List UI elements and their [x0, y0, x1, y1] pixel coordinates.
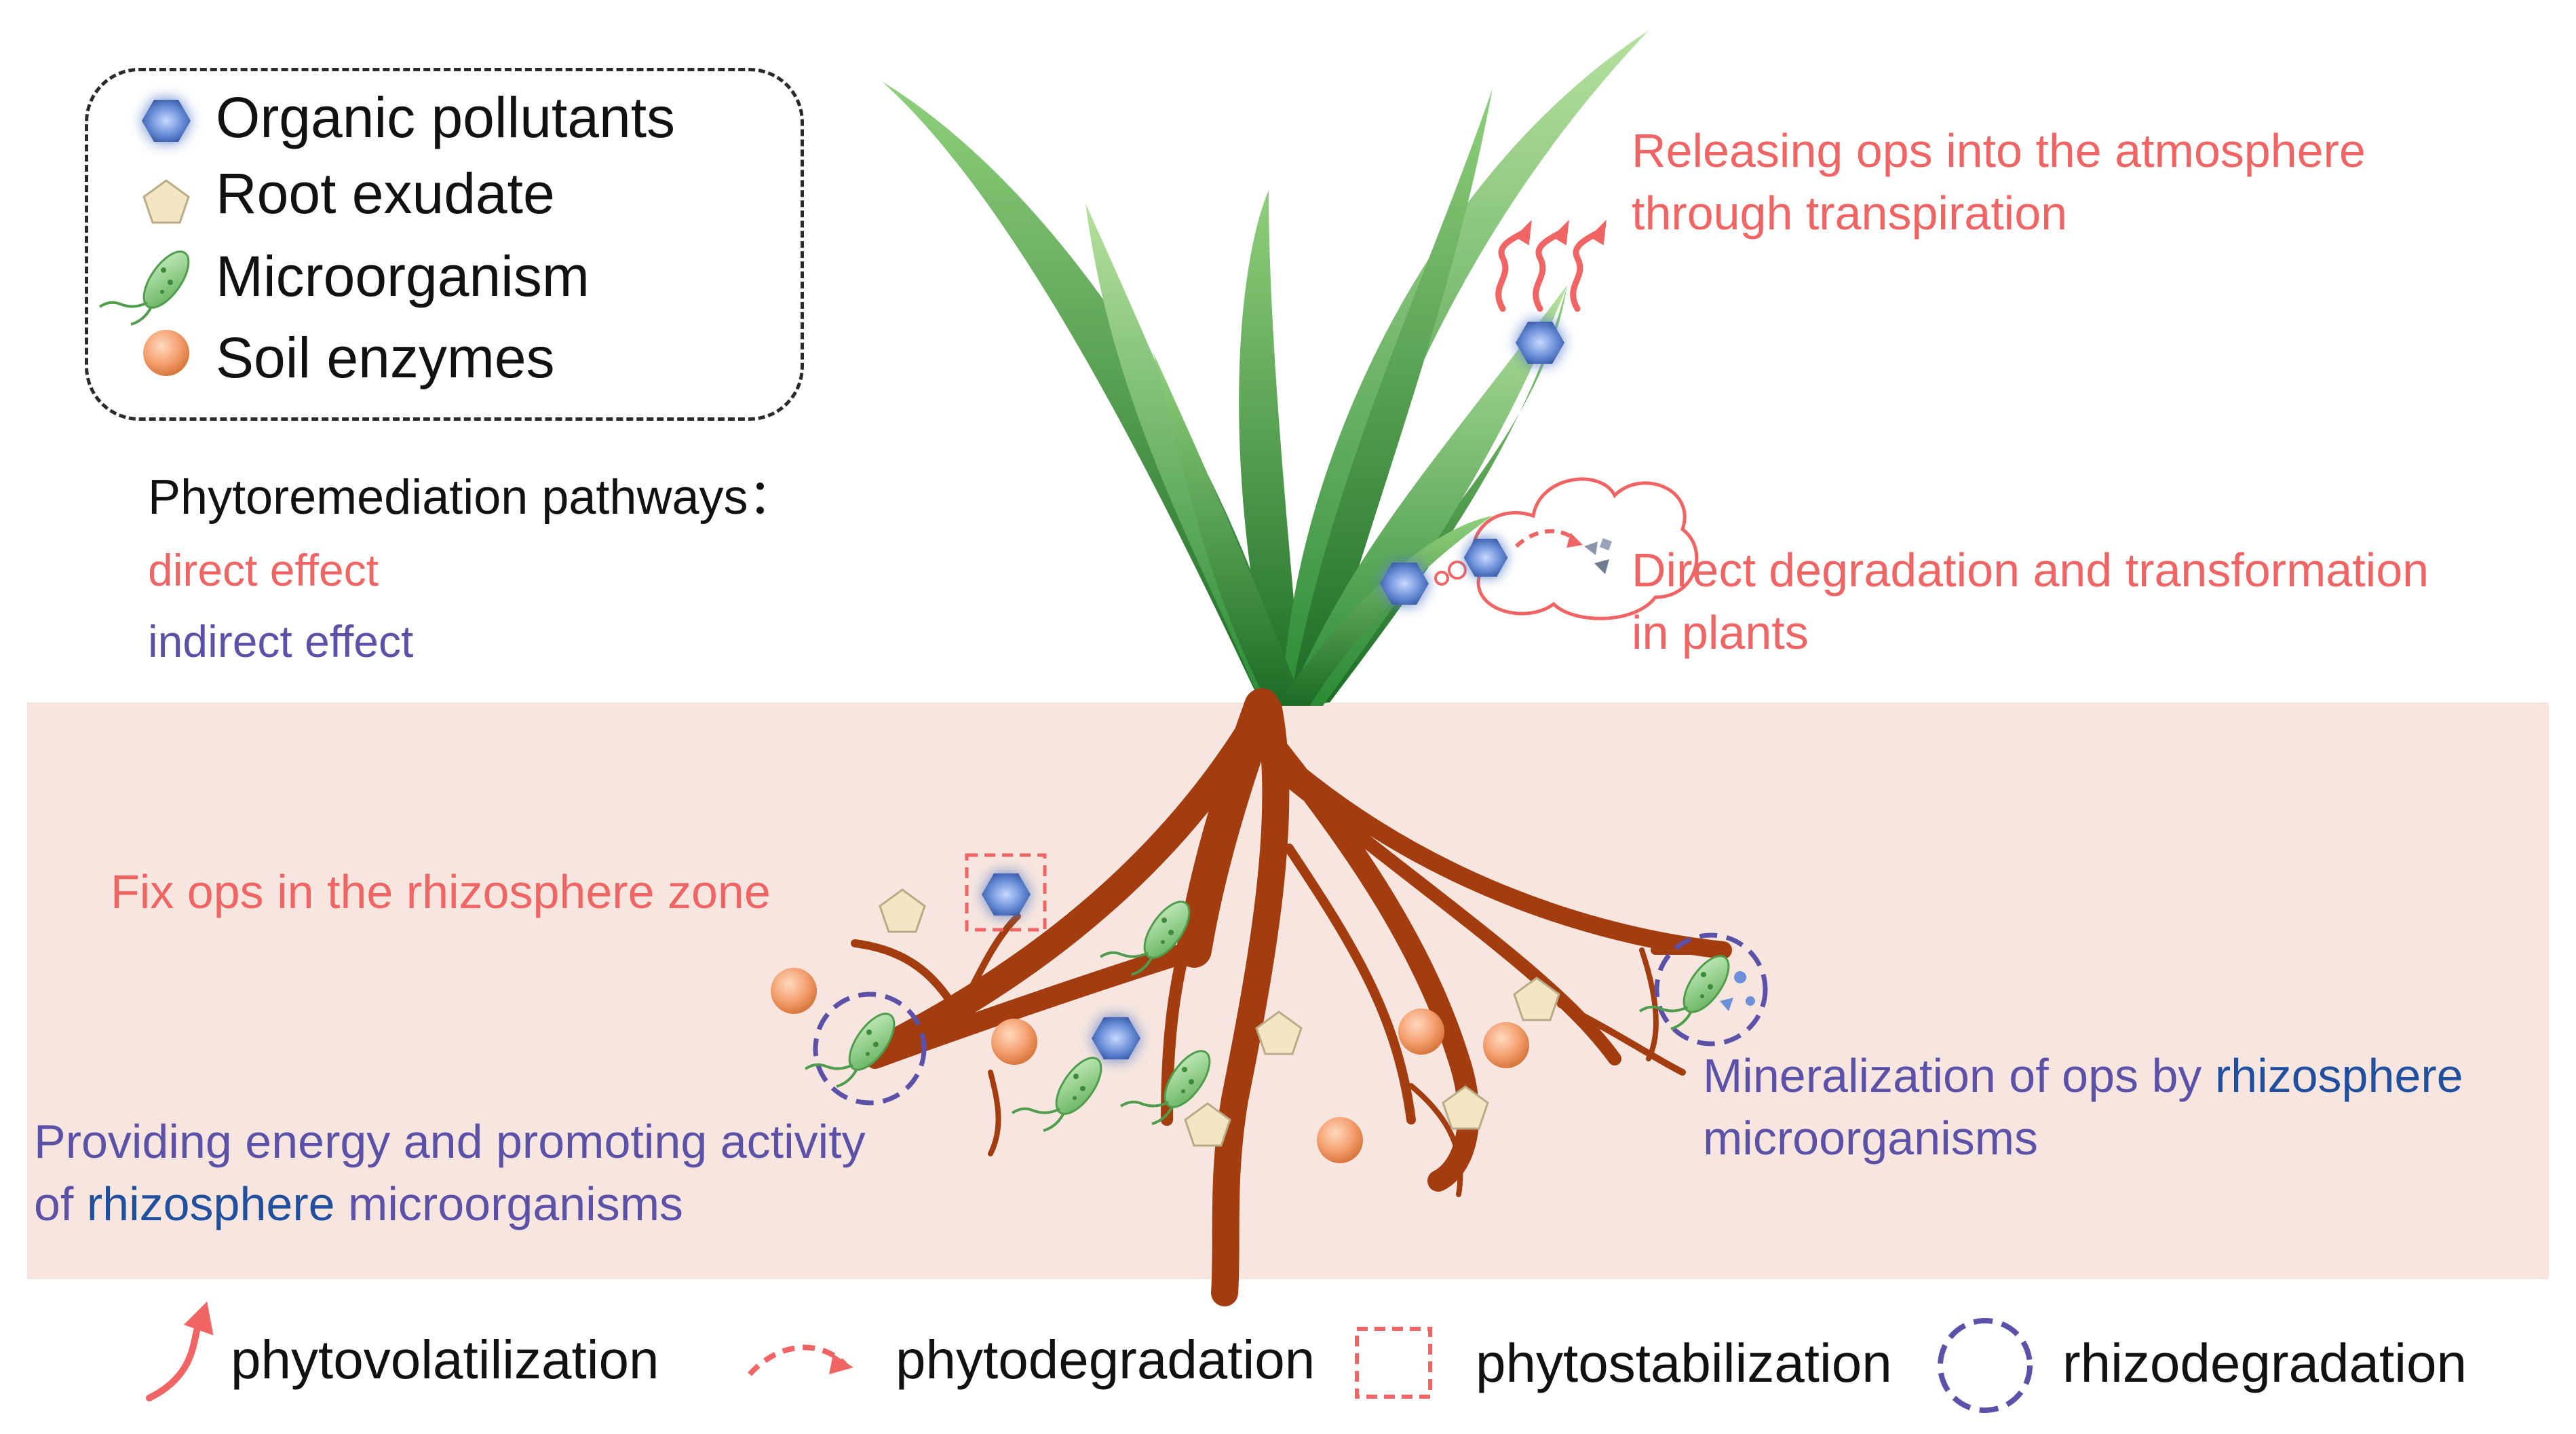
- annotation-energy-1: Providing energy and promoting activity: [34, 1115, 866, 1168]
- bottom-label-phytodegradation: phytodegradation: [896, 1329, 1315, 1390]
- legend-box: [85, 68, 804, 421]
- annotation-mineral-1-highlight: rhizosphere: [2214, 1049, 2463, 1102]
- annotation-energy-2-highlight: rhizosphere: [86, 1177, 335, 1230]
- annotation-degradation-2: in plants: [1632, 606, 1809, 659]
- enzyme-3: [1398, 1008, 1444, 1055]
- dashed-arrow-icon: [748, 1344, 853, 1376]
- enzyme-1: [771, 968, 817, 1014]
- enzyme-2: [991, 1019, 1037, 1065]
- annotation-mineral-1: Mineralization of ops by rhizosphere: [1703, 1047, 2463, 1105]
- phytodegradation-cloud: [1380, 477, 1699, 620]
- rhizodegradation-circle-right: [1654, 932, 1768, 1046]
- dashed-square-icon: [1355, 1327, 1432, 1399]
- rhizodegradation-circle-left: [813, 992, 927, 1106]
- legend-label-pollutants: Organic pollutants: [216, 86, 676, 149]
- annotation-energy-2-pre: of: [34, 1177, 87, 1230]
- annotation-degradation-1: Direct degradation and transformation: [1632, 544, 2429, 597]
- pathway-indirect: indirect effect: [148, 616, 414, 666]
- pathway-direct: direct effect: [148, 545, 379, 595]
- annotation-fix: Fix ops in the rhizosphere zone: [111, 865, 771, 918]
- bottom-label-rhizodegradation: rhizodegradation: [2062, 1333, 2467, 1393]
- bottom-label-phytostabilization: phytostabilization: [1476, 1333, 1892, 1393]
- annotation-mineral-1-pre: Mineralization of ops by: [1703, 1049, 2215, 1102]
- legend-label-enzymes: Soil enzymes: [216, 326, 555, 390]
- annotation-energy-2-post: microorganisms: [334, 1177, 684, 1230]
- annotation-energy-2: of rhizosphere microorganisms: [34, 1175, 683, 1233]
- phytostabilization-square: [965, 853, 1047, 932]
- phytovolatilization-arrows: [1495, 219, 1607, 312]
- legend-label-microorganism: Microorganism: [216, 244, 590, 308]
- annotation-transpiration-1: Releasing ops into the atmosphere: [1632, 124, 2366, 177]
- pathways-title: Phytoremediation pathways：: [148, 470, 797, 525]
- enzyme-4: [1483, 1022, 1529, 1068]
- plant-leaves: [882, 31, 1649, 706]
- annotation-mineral-2: microorganisms: [1703, 1112, 2038, 1165]
- dashed-circle-icon: [1938, 1318, 2033, 1413]
- bottom-label-phytovolatilization: phytovolatilization: [231, 1329, 659, 1390]
- legend-label-exudate: Root exudate: [216, 162, 555, 225]
- enzyme-5: [1317, 1117, 1363, 1163]
- annotation-transpiration-2: through transpiration: [1632, 187, 2068, 240]
- curved-arrow-icon: [146, 1301, 214, 1401]
